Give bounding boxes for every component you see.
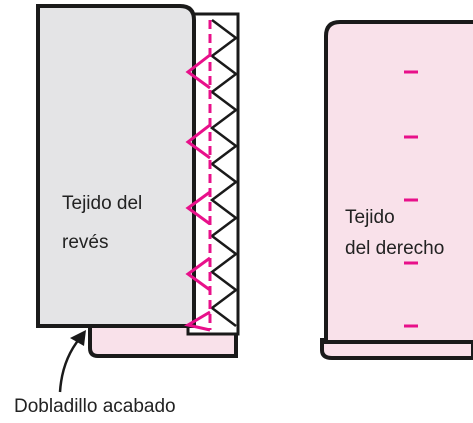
wrong-side-label-line2: revés — [62, 232, 109, 253]
right-hem-fold-strip — [320, 338, 473, 360]
wrong-side-label-line1: Tejido del — [62, 193, 143, 214]
right-side-label-line2: del derecho — [345, 238, 445, 259]
blind-hem-catch-stitch — [183, 53, 211, 332]
hem-arrow-line — [58, 337, 81, 393]
right-side-fabric — [324, 20, 473, 344]
overlock-zigzag — [209, 19, 239, 327]
left-fabric-panel — [36, 4, 240, 358]
finished-hem-caption: Dobladillo acabado — [14, 396, 176, 417]
right-fabric-panel — [320, 20, 473, 360]
hem-arrow-head — [70, 330, 86, 346]
wrong-side-fabric — [36, 4, 196, 328]
right-side-label-line1: Tejido — [345, 207, 395, 228]
